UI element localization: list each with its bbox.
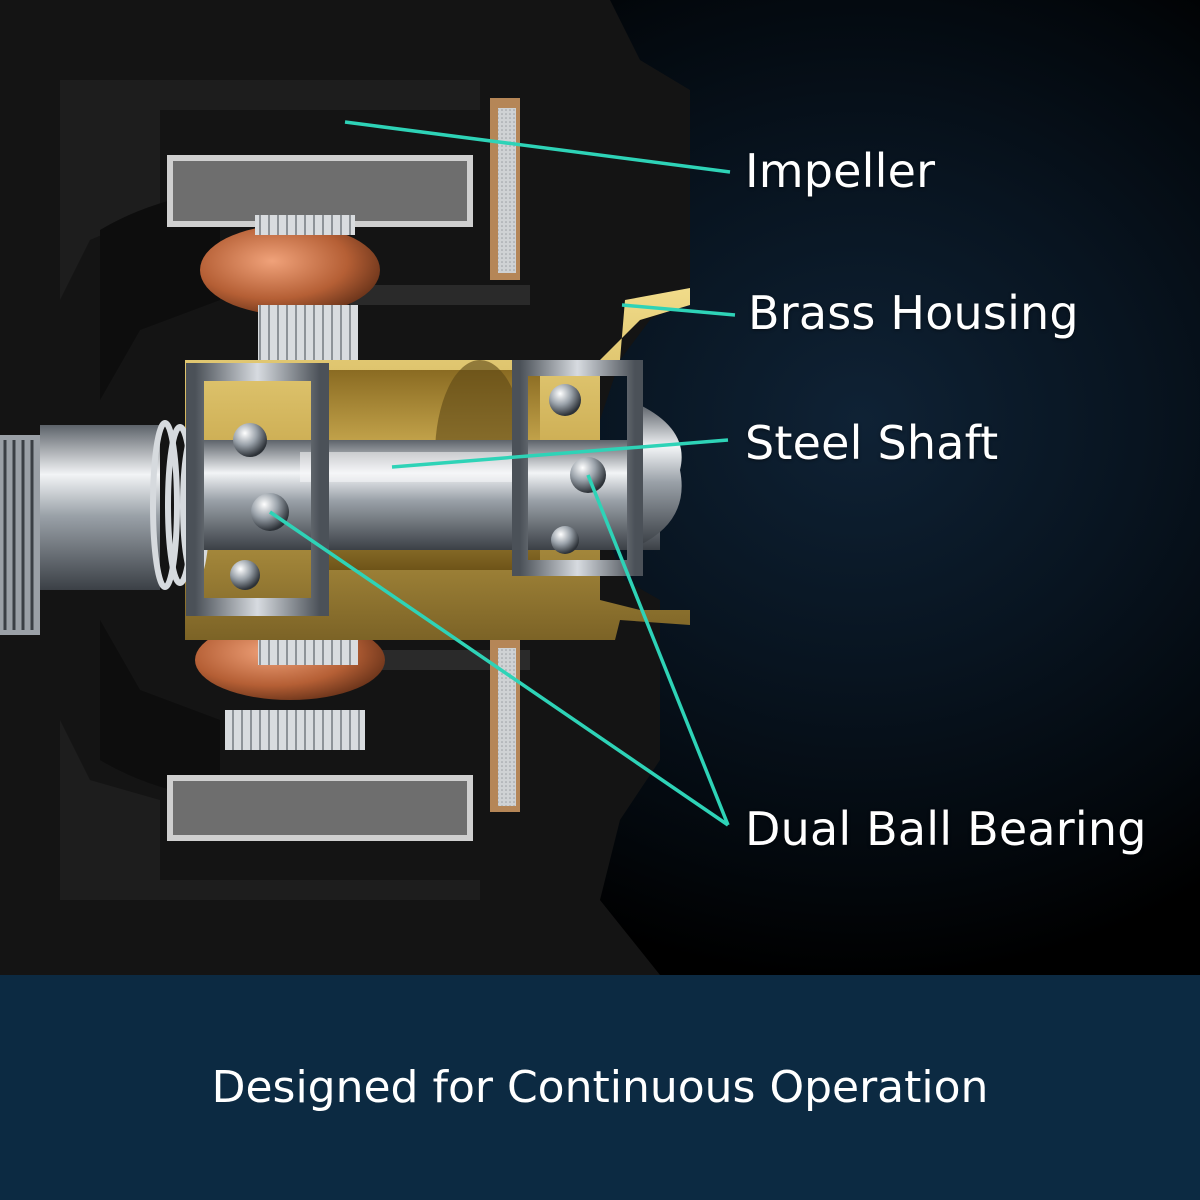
leader-bearing-right — [586, 474, 730, 826]
spring-hub — [0, 420, 210, 635]
footer-tagline: Designed for Continuous Operation — [211, 1062, 989, 1113]
leader-bearing-left — [269, 510, 729, 827]
leader-steel-shaft — [391, 438, 729, 469]
label-impeller: Impeller — [745, 144, 936, 198]
label-dual-ball-bearing: Dual Ball Bearing — [745, 802, 1147, 856]
brass-plates — [490, 98, 520, 812]
label-steel-shaft: Steel Shaft — [745, 416, 999, 470]
right-bearing — [512, 360, 643, 576]
leader-brass-housing — [621, 303, 736, 317]
label-brass-housing: Brass Housing — [748, 286, 1079, 340]
fan-motor-cutaway — [0, 0, 736, 975]
leader-lines — [269, 120, 736, 827]
diagram-scene: Impeller Brass Housing Steel Shaft Dual … — [0, 0, 1200, 975]
leader-impeller — [344, 120, 731, 174]
footer-banner: Designed for Continuous Operation — [0, 975, 1200, 1200]
